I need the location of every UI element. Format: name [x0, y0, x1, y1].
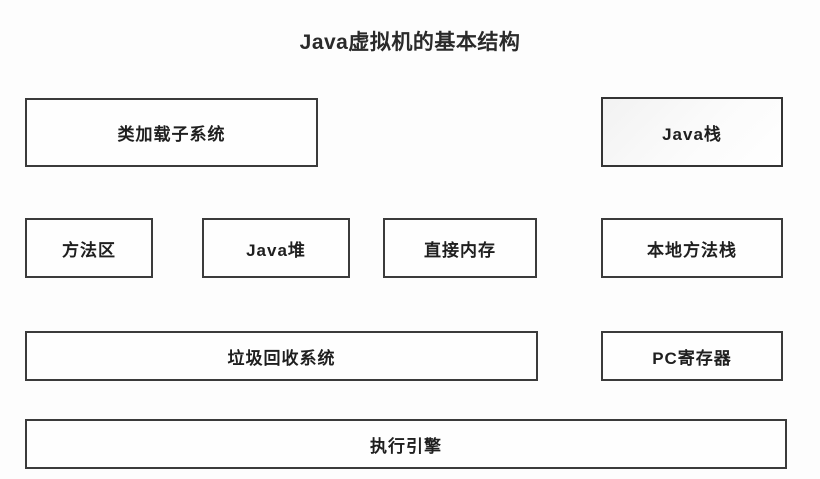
block-method-area: 方法区 — [25, 218, 153, 278]
block-pc-register: PC寄存器 — [601, 331, 783, 381]
block-label: 方法区 — [62, 240, 116, 260]
block-class-loader-subsystem: 类加载子系统 — [25, 98, 318, 167]
block-execution-engine: 执行引擎 — [25, 419, 787, 469]
block-label: 执行引擎 — [370, 436, 442, 456]
block-label: PC寄存器 — [652, 348, 732, 368]
block-direct-memory: 直接内存 — [383, 218, 537, 278]
block-label: 直接内存 — [424, 240, 496, 260]
block-label: Java堆 — [246, 240, 306, 260]
block-native-method-stack: 本地方法栈 — [601, 218, 783, 278]
diagram-title: Java虚拟机的基本结构 — [299, 31, 521, 54]
block-label: 本地方法栈 — [647, 240, 737, 260]
block-java-stack: Java栈 — [601, 97, 783, 167]
block-label: 垃圾回收系统 — [227, 348, 336, 368]
block-label: 类加载子系统 — [117, 125, 226, 144]
block-java-heap: Java堆 — [202, 218, 350, 278]
block-label: Java栈 — [662, 124, 722, 144]
block-garbage-collection-system: 垃圾回收系统 — [25, 331, 538, 381]
